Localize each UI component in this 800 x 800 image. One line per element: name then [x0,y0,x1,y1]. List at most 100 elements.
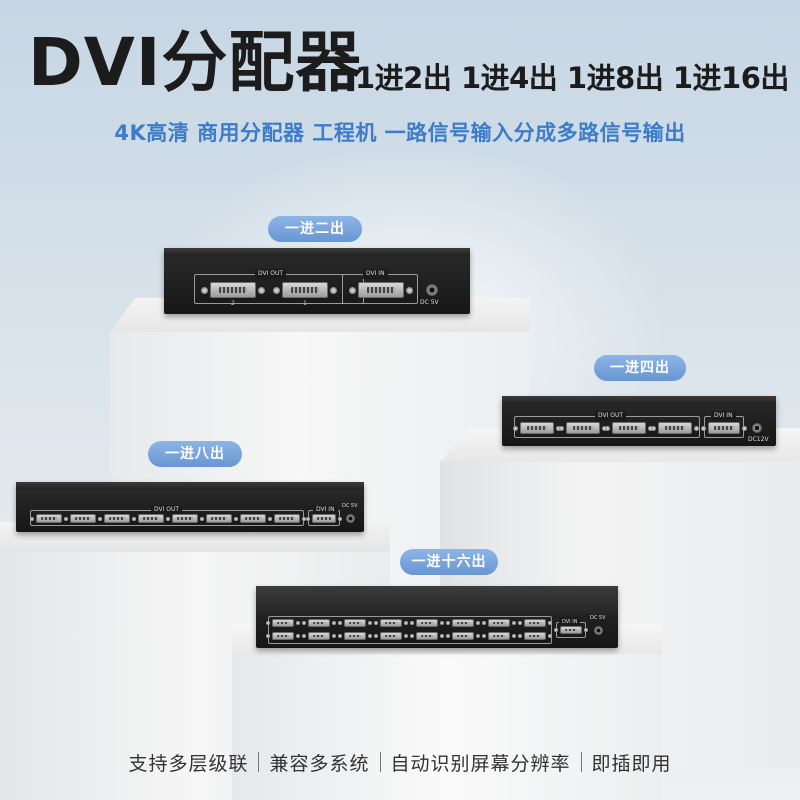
dvi-out-port-16[interactable] [524,632,546,640]
screw-icon [518,621,522,625]
screw-icon [332,634,336,638]
screw-icon [374,634,378,638]
tagline: 4K高清 商用分配器 工程机 一路信号输入分成多路信号输出 [114,121,686,145]
screw-icon [273,286,280,294]
screw-icon [701,425,706,431]
dvi-out-port-15[interactable] [488,632,510,640]
dvi-out-port-1[interactable] [282,282,328,298]
screw-icon [410,634,414,638]
dvi-in-port[interactable] [358,282,404,298]
label-1x2: 一进二出 [268,216,362,242]
screw-icon [132,516,136,521]
dvi-out-port-5[interactable] [172,514,198,523]
screw-icon [302,634,306,638]
page-title: DVI分配器 [28,24,363,101]
screw-icon [266,634,270,638]
dvi-in-port[interactable] [312,514,336,523]
label-1x8: 一进八出 [148,441,242,467]
dvi-out-port-2[interactable] [210,282,256,298]
device-1x4: DVI OUT DVI IN DC12V [502,396,776,446]
dvi-out-port-7[interactable] [488,619,510,627]
screw-icon [404,621,408,625]
screw-icon [512,621,516,625]
device-1x16: DVI IN DC 5V [256,586,618,648]
dvi-out-port-9[interactable] [272,632,294,640]
screw-icon [605,425,610,431]
dvi-out-port-3[interactable] [344,619,366,627]
power-jack[interactable] [752,423,762,433]
dvi-in-group: DVI IN [342,269,418,304]
dvi-out-port-2[interactable] [308,619,330,627]
dvi-in-port[interactable] [560,626,582,634]
dvi-out-port-12[interactable] [380,632,402,640]
dvi-out-port-3[interactable] [612,422,646,434]
screw-icon [268,516,272,521]
power-jack[interactable] [594,626,603,635]
dvi-out-port-8[interactable] [524,619,546,627]
feature-divider [580,752,582,772]
screw-icon [554,628,558,632]
dvi-out-port-8[interactable] [274,514,300,523]
feature-cascade: 支持多层级联 [128,752,249,775]
screw-icon [404,634,408,638]
feature-plug-and-play: 即插即用 [591,752,672,775]
screw-icon [349,286,356,294]
screw-icon [482,634,486,638]
power-jack[interactable] [426,284,438,296]
screw-icon [258,286,265,294]
model-range: 1进2出 1进4出 1进8出 1进16出 [355,61,789,95]
dvi-out-port-1[interactable] [520,422,554,434]
screw-icon [302,516,306,521]
screw-icon [302,621,306,625]
power-jack[interactable] [346,514,355,523]
feature-compatibility: 兼容多系统 [269,752,370,775]
dvi-out-port-1[interactable] [36,514,62,523]
screw-icon [330,286,337,294]
dvi-out-port-2[interactable] [566,422,600,434]
dvi-out-port-1[interactable] [272,619,294,627]
screw-icon [476,621,480,625]
screw-icon [518,634,522,638]
screw-icon [446,634,450,638]
screw-icon [548,621,552,625]
screw-icon [368,634,372,638]
screw-icon [338,634,342,638]
label-1x16: 一进十六出 [400,549,498,575]
screw-icon [602,425,607,431]
dvi-out-port-13[interactable] [416,632,438,640]
feature-divider [379,752,381,772]
dvi-out-port-6[interactable] [452,619,474,627]
dvi-out-port-14[interactable] [452,632,474,640]
dvi-out-port-10[interactable] [308,632,330,640]
dvi-out-port-4[interactable] [138,514,164,523]
dvi-out-port-4[interactable] [380,619,402,627]
screw-icon [266,621,270,625]
dvi-out-port-4[interactable] [658,422,692,434]
screw-icon [374,621,378,625]
dvi-out-port-3[interactable] [104,514,130,523]
screw-icon [482,621,486,625]
screw-icon [512,634,516,638]
screw-icon [332,621,336,625]
dvi-in-port[interactable] [708,422,740,434]
screw-icon [694,425,699,431]
screw-icon [742,425,747,431]
screw-icon [296,634,300,638]
screw-icon [548,634,552,638]
screw-icon [513,425,518,431]
feature-auto-resolution: 自动识别屏幕分辨率 [390,752,571,775]
dvi-out-port-2[interactable] [70,514,96,523]
screw-icon [64,516,68,521]
dvi-out-port-6[interactable] [206,514,232,523]
dvi-out-port-5[interactable] [416,619,438,627]
dvi-out-port-11[interactable] [344,632,366,640]
screw-icon [30,516,34,521]
screw-icon [338,516,342,521]
screw-icon [201,286,208,294]
screw-icon [648,425,653,431]
screw-icon [368,621,372,625]
screw-icon [556,425,561,431]
dvi-out-port-7[interactable] [240,514,266,523]
screw-icon [166,516,170,521]
screw-icon [446,621,450,625]
